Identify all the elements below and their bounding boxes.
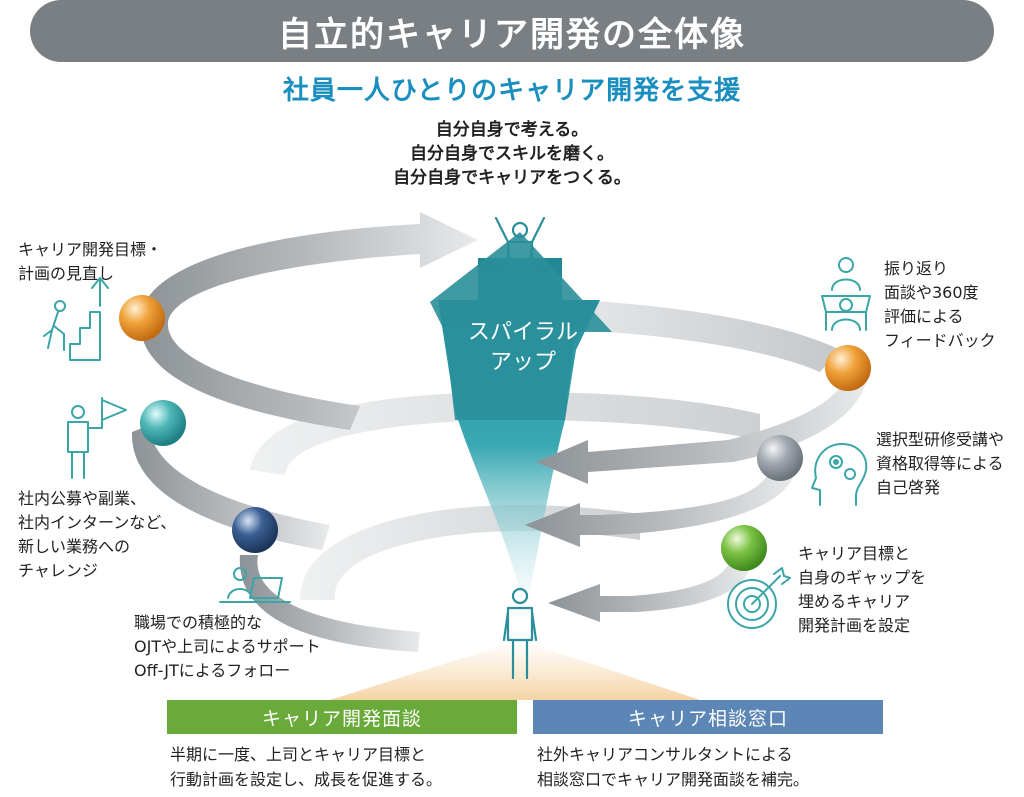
ball-navy: [232, 507, 278, 553]
career-consult-desc-line-1: 社外キャリアコンサルタントによる: [537, 745, 793, 764]
spiral-band-left-middle: [131, 425, 330, 550]
standing-person-icon: [502, 587, 538, 680]
label-training-line-2: 資格取得等による: [876, 454, 1004, 473]
center-line-2: 自分自身でスキルを磨く。: [410, 144, 614, 165]
label-feedback-line-1: 振り返り: [884, 259, 949, 278]
label-ojt-line-1: 職場での積極的な: [134, 613, 263, 632]
spiral-band-top-left: [140, 212, 478, 430]
label-gap-line-1: キャリア目標と: [798, 544, 911, 563]
label-ojt: 職場での積極的な OJTや上司によるサポート Off-JTによるフォロー: [134, 611, 321, 683]
label-ojt-line-3: Off-JTによるフォロー: [134, 661, 291, 680]
spiral-up-arrow-head: [430, 232, 612, 420]
career-consult-desc-line-2: 相談窓口でキャリア開発面談を補完。: [537, 769, 810, 789]
label-feedback-line-3: 評価による: [884, 307, 964, 326]
spiral-band-top-back: [520, 298, 840, 372]
label-challenge: 社内公募や副業、 社内インターンなど、 新しい業務への チャレンジ: [18, 487, 176, 583]
label-feedback-line-2: 面談や360度: [884, 283, 979, 302]
ball-teal: [140, 400, 186, 446]
laptop-person-icon: [219, 567, 291, 603]
career-interview-label: キャリア開発面談: [261, 707, 422, 730]
floor-glow: [330, 640, 700, 700]
career-interview-desc-line-2: 行動計画を設定し、成長を促進する。: [170, 769, 443, 789]
spiral-up-line-2: アップ: [489, 349, 556, 375]
spiral-band-back-middle: [250, 392, 760, 475]
walking-stairs-icon: [43, 277, 109, 361]
label-training-line-1: 選択型研修受講や: [876, 430, 1005, 449]
label-training: 選択型研修受講や 資格取得等による 自己啓発: [876, 428, 1004, 500]
flag-person-icon: [67, 397, 127, 479]
target-icon: [727, 567, 791, 629]
label-feedback-line-4: フィードバック: [884, 331, 996, 350]
spiral-band-right-middle: [525, 470, 795, 547]
ball-green: [721, 525, 767, 571]
label-feedback: 振り返り 面談や360度 評価による フィードバック: [884, 257, 996, 353]
person-arms-up-icon: [494, 216, 546, 308]
label-challenge-line-2: 社内インターンなど、: [18, 513, 177, 532]
career-consult-label: キャリア相談窓口: [627, 707, 788, 730]
label-review-plan: キャリア開発目標・ 計画の見直し: [18, 238, 162, 286]
label-challenge-line-1: 社内公募や副業、: [18, 489, 147, 508]
label-review-plan-line-1: キャリア開発目標・: [18, 240, 163, 259]
spiral-band-right-lower: [548, 560, 752, 622]
subtitle: 社員一人ひとりのキャリア開発を支援: [282, 76, 742, 106]
label-gap-line-2: 自身のギャップを: [798, 568, 927, 587]
label-gap-line-3: 埋めるキャリア: [798, 592, 911, 611]
meeting-icon: [821, 257, 871, 331]
spiral-up-label: スパイラル アップ: [448, 318, 598, 377]
career-interview-desc: 半期に一度、上司とキャリア目標と 行動計画を設定し、成長を促進する。: [170, 743, 442, 793]
label-challenge-line-4: チャレンジ: [18, 561, 98, 580]
title-bar: 自立的キャリア開発の全体像: [30, 0, 994, 62]
center-line-1: 自分自身で考える。: [435, 120, 589, 140]
page-title: 自立的キャリア開発の全体像: [278, 14, 746, 55]
label-training-line-3: 自己啓発: [876, 478, 941, 497]
spiral-band-left-lower: [239, 555, 420, 652]
label-review-plan-line-2: 計画の見直し: [18, 264, 115, 283]
center-line-3: 自分自身でキャリアをつくる。: [393, 168, 631, 189]
label-ojt-line-2: OJTや上司によるサポート: [134, 637, 321, 656]
career-interview-box: キャリア開発面談: [167, 700, 517, 734]
career-consult-box: キャリア相談窓口: [533, 700, 883, 734]
career-consult-desc: 社外キャリアコンサルタントによる 相談窓口でキャリア開発面談を補完。: [537, 743, 809, 793]
label-challenge-line-3: 新しい業務への: [18, 537, 131, 556]
ball-orange-right: [825, 345, 871, 391]
spiral-up-line-1: スパイラル: [467, 320, 578, 345]
center-message: 自分自身で考える。 自分自身でスキルを磨く。 自分自身でキャリアをつくる。: [312, 118, 712, 190]
label-gap: キャリア目標と 自身のギャップを 埋めるキャリア 開発計画を設定: [798, 542, 926, 638]
head-gears-icon: [811, 443, 868, 506]
label-gap-line-4: 開発計画を設定: [798, 616, 911, 635]
spiral-band-right-upper: [536, 368, 868, 484]
ball-orange-left: [119, 295, 165, 341]
career-interview-desc-line-1: 半期に一度、上司とキャリア目標と: [170, 745, 427, 764]
ball-gray: [757, 435, 803, 481]
